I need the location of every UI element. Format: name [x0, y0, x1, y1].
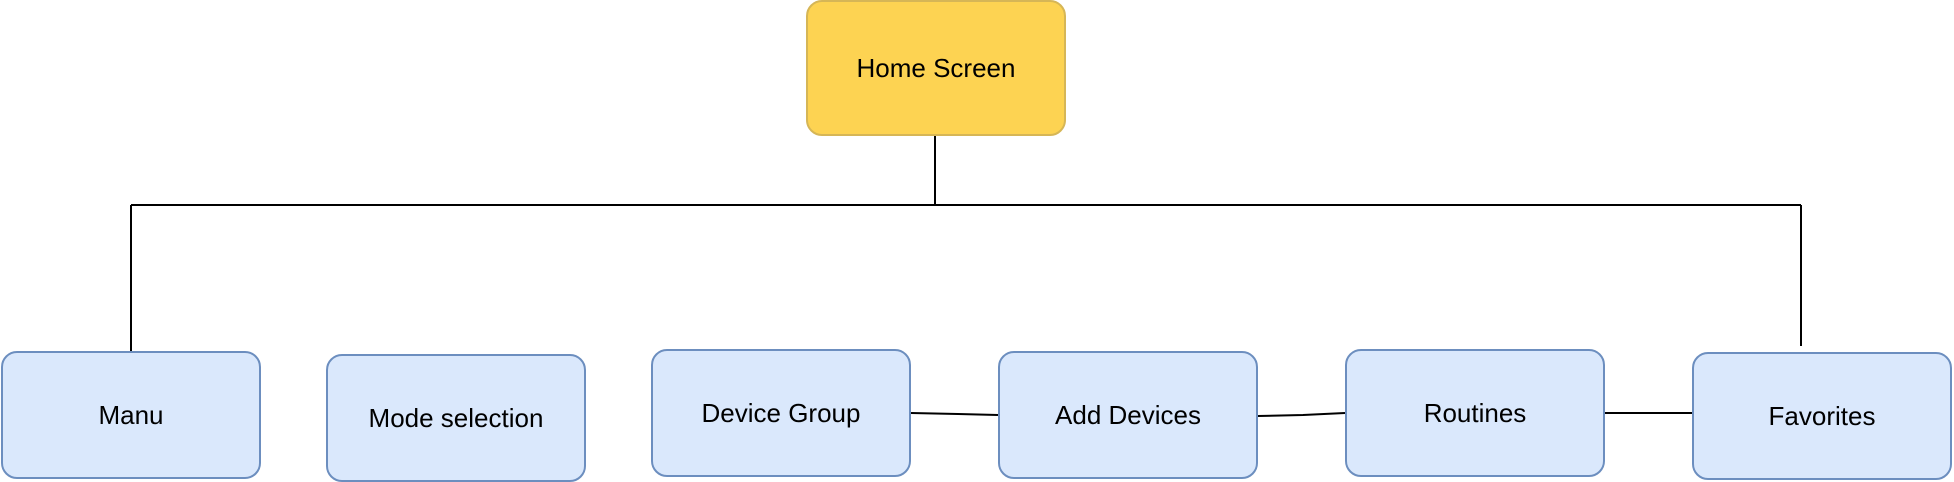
- routines-label: Routines: [1423, 397, 1527, 428]
- add-devices-node[interactable]: Add Devices: [998, 351, 1258, 479]
- device-group-label: Device Group: [701, 397, 861, 428]
- home-screen-label: Home Screen: [856, 52, 1016, 83]
- routines-node[interactable]: Routines: [1345, 349, 1605, 477]
- mode-selection-node[interactable]: Mode selection: [326, 354, 586, 482]
- adddevices-routines-link: [1257, 412, 1346, 417]
- devicegroup-adddevices-link: [910, 412, 999, 416]
- device-group-node[interactable]: Device Group: [651, 349, 911, 477]
- mode-selection-label: Mode selection: [368, 402, 544, 433]
- manu-node[interactable]: Manu: [1, 351, 261, 479]
- favorites-node[interactable]: Favorites: [1692, 352, 1952, 480]
- add-devices-label: Add Devices: [1055, 399, 1201, 430]
- manu-label: Manu: [98, 399, 164, 430]
- home-screen-node[interactable]: Home Screen: [806, 0, 1066, 136]
- favorites-label: Favorites: [1768, 400, 1876, 431]
